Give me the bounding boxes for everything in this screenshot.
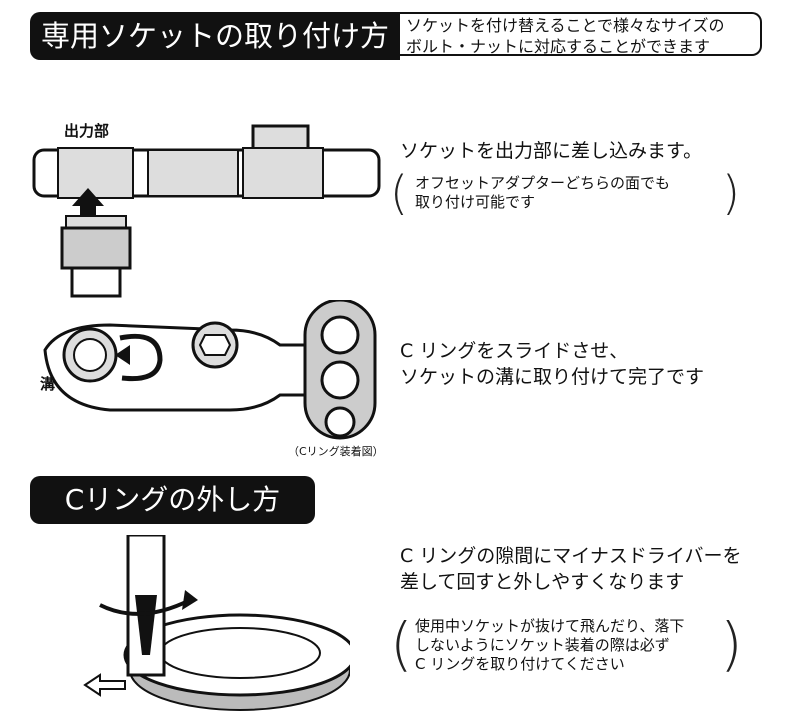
paren-open: ( — [390, 166, 408, 220]
subtitle-line: ソケットを付け替えることで様々なサイズの — [406, 16, 725, 35]
header-subtitle: ソケットを付け替えることで様々なサイズの ボルト・ナットに対応することができます — [398, 12, 762, 56]
section-title: Cリングの外し方 — [30, 476, 315, 524]
removal-instruction: C リングの隙間にマイナスドライバーを 差して回すと外しやすくなります — [400, 543, 742, 595]
instruction-line: C リングをスライドさせ、 — [400, 340, 629, 362]
paren-open: ( — [390, 610, 413, 678]
step1-instruction: ソケットを出力部に差し込みます。 — [400, 140, 703, 162]
output-label: 出力部 — [64, 122, 110, 140]
note-line: 使用中ソケットが抜けて飛んだり、落下 — [415, 617, 685, 635]
groove-label: 溝 — [40, 375, 56, 393]
c-ring-illustration — [43, 300, 377, 440]
note-line: しないようにソケット装着の際は必ず — [415, 636, 670, 654]
instruction-line: C リングの隙間にマイナスドライバーを — [400, 545, 742, 567]
note-line: オフセットアダプターどちらの面でも — [415, 174, 671, 192]
instruction-line: ソケットの溝に取り付けて完了です — [400, 366, 705, 388]
screwdriver-illustration — [83, 535, 350, 711]
paren-close: ) — [722, 166, 740, 220]
subtitle-line: ボルト・ナットに対応することができます — [406, 37, 711, 56]
socket-insert-illustration — [32, 124, 381, 298]
step1-note: オフセットアダプターどちらの面でも 取り付け可能です — [415, 174, 670, 212]
instruction-line: 差して回すと外しやすくなります — [400, 571, 685, 593]
removal-note: 使用中ソケットが抜けて飛んだり、落下 しないようにソケット装着の際は必ず C リ… — [415, 617, 684, 674]
paren-close: ) — [720, 610, 743, 678]
note-line: C リングを取り付けてください — [415, 655, 625, 673]
page-title: 専用ソケットの取り付け方 — [30, 12, 400, 60]
note-line: 取り付け可能です — [415, 193, 536, 211]
figure-caption: （Cリング装着図） — [288, 445, 384, 458]
step2-instruction: C リングをスライドさせ、 ソケットの溝に取り付けて完了です — [400, 338, 704, 390]
